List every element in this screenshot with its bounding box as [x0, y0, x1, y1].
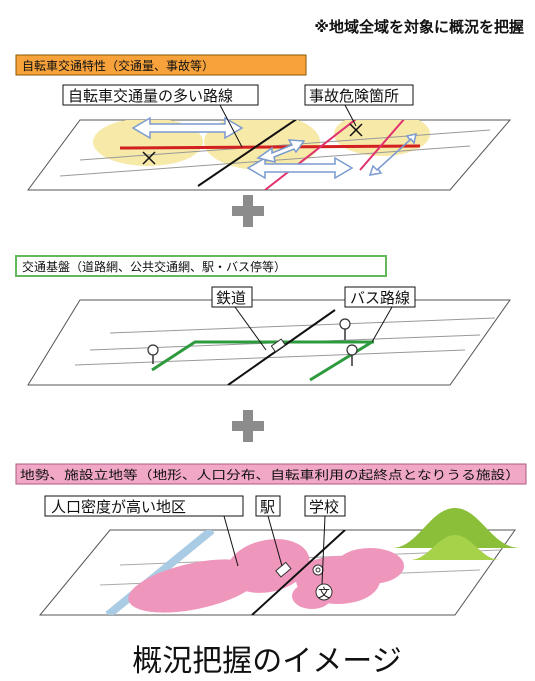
- plus-icon: [232, 195, 264, 227]
- road-grey-1: [79, 129, 491, 161]
- label-box-bus: [344, 286, 416, 308]
- scope-note: ※地域全域を対象に概況を把握: [314, 18, 524, 36]
- pink-route-2: [359, 120, 413, 171]
- bus-stop-icon: [339, 318, 351, 340]
- cross-mark-icon: [349, 123, 363, 137]
- density-area-2: [226, 539, 310, 593]
- facility-marker-inner: [315, 567, 321, 573]
- section2-title: 交通基盤（道路網、公共交通網、駅・バス停等）: [22, 259, 286, 274]
- flow-arrow-4: [256, 139, 306, 163]
- leader-route: [219, 104, 243, 148]
- section1-header-box: [15, 54, 307, 76]
- flow-arrow-3: [368, 133, 417, 176]
- map-plane-2-content: [74, 309, 496, 385]
- section3-header-box: [15, 463, 527, 485]
- road-grey-a: [109, 317, 496, 334]
- label-high-density: 人口密度が高い地区: [51, 498, 186, 516]
- leader-station: [267, 515, 283, 567]
- school-icon: 文: [315, 583, 333, 601]
- mountain-icon: [392, 508, 520, 560]
- section1-title: 自転車交通特性（交通量、事故等）: [22, 58, 214, 73]
- leader-rail: [234, 306, 267, 351]
- station-box-2: [270, 338, 286, 353]
- leader-bus: [371, 306, 393, 343]
- bus-stop-icon: [346, 344, 358, 366]
- section3-title: 地勢、施設立地等（地形、人口分布、自転車利用の起終点となりうる施設）: [20, 467, 520, 482]
- rail-line-3: [251, 530, 346, 615]
- school-symbol: 文: [318, 585, 330, 600]
- label-school: 学校: [309, 498, 339, 516]
- label-station: 駅: [260, 498, 275, 516]
- pink-route-1: [264, 120, 361, 190]
- density-area-4: [336, 548, 404, 584]
- rail-line-1: [197, 120, 311, 187]
- facility-marker: [312, 564, 324, 576]
- station-box-3: [275, 561, 292, 578]
- section-terrain-facilities: 地勢、施設立地等（地形、人口分布、自転車利用の起終点となりうる施設） 文: [15, 463, 527, 616]
- river: [105, 530, 215, 615]
- bus-route-branch: [309, 340, 373, 382]
- label-danger-spots: 事故危険箇所: [309, 87, 399, 105]
- diagram-caption: 概況把握のイメージ: [132, 644, 401, 679]
- label-bus-route: バス路線: [350, 289, 410, 307]
- label-box-density: [44, 495, 244, 517]
- leader-school: [321, 515, 326, 585]
- bus-route-main: [151, 340, 374, 372]
- flow-arrow-2: [246, 156, 354, 180]
- label-box-route: [62, 84, 259, 106]
- bus-stop-icon: [147, 344, 159, 364]
- leader-density: [223, 515, 239, 567]
- label-rail: 鉄道: [216, 289, 246, 307]
- flow-arrow-1: [131, 116, 244, 140]
- section-transport-infrastructure: 交通基盤（道路網、公共交通網、駅・バス停等） 鉄道 バス路線: [15, 255, 511, 386]
- road-grey-c: [74, 349, 466, 366]
- high-volume-route: [119, 144, 421, 150]
- label-high-volume-route: 自転車交通量の多い路線: [68, 87, 233, 105]
- label-box-rail: [211, 286, 253, 308]
- cross-mark-icon: [142, 151, 156, 165]
- label-box-danger: [304, 84, 414, 106]
- leader-danger: [344, 104, 357, 127]
- plus-icon: [232, 410, 264, 442]
- section2-header-box: [15, 255, 387, 277]
- section-bicycle-traffic: 自転車交通特性（交通量、事故等） 自転車交通量の多い路線: [15, 54, 512, 191]
- map-plane-1-content: [59, 120, 491, 190]
